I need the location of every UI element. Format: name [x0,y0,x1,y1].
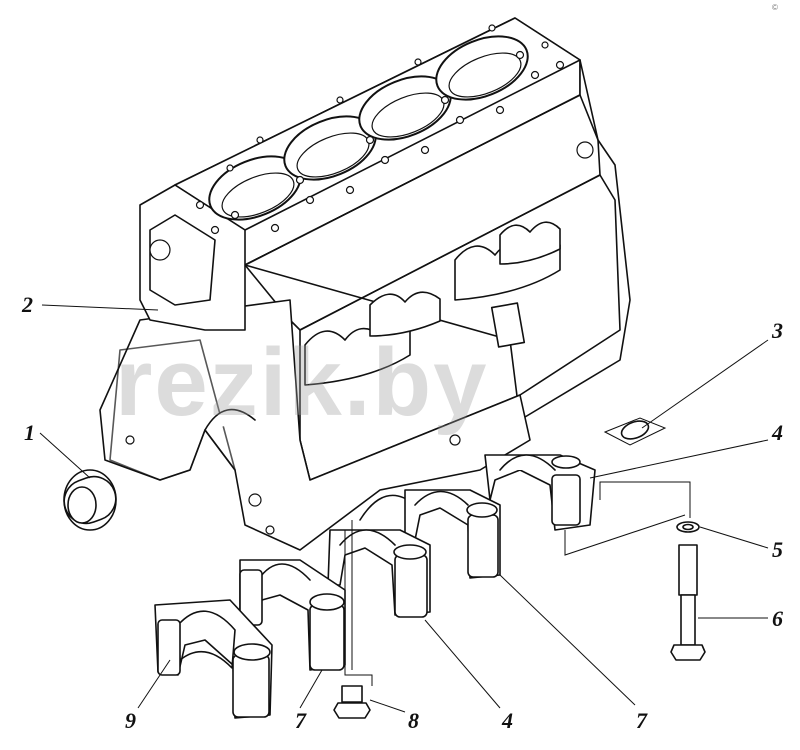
camshaft-bushing [63,469,117,531]
bearing-cap-4 [404,489,501,579]
expansion-plug [603,417,667,446]
washer [676,521,700,533]
callout-4-upper: 4 [771,420,783,445]
callout-9: 9 [125,708,136,733]
leader-lines [39,304,769,713]
cylinder-bores [208,35,529,221]
assembly-lines [344,481,691,686]
callout-7-left: 7 [295,708,307,733]
cylinder-block [99,17,631,551]
corner-mark: © [772,3,778,12]
bearing-cap-2 [239,559,346,671]
callout-5: 5 [772,537,783,562]
callout-4-lower: 4 [501,708,513,733]
callout-3: 3 [771,318,783,343]
drain-plug [333,685,371,719]
bearing-cap-front [154,599,273,719]
callout-1: 1 [24,420,35,445]
bearing-cap-rear [484,454,596,531]
callout-labels: 1 2 3 4 5 6 7 8 4 7 9 [21,292,783,733]
watermark-text: rezik.by [115,329,489,436]
callout-8: 8 [408,708,419,733]
callout-2: 2 [21,292,33,317]
cap-bolt [670,544,706,661]
callout-7-right: 7 [636,708,648,733]
deck-bolt-holes [195,24,565,235]
callout-6: 6 [772,606,783,631]
